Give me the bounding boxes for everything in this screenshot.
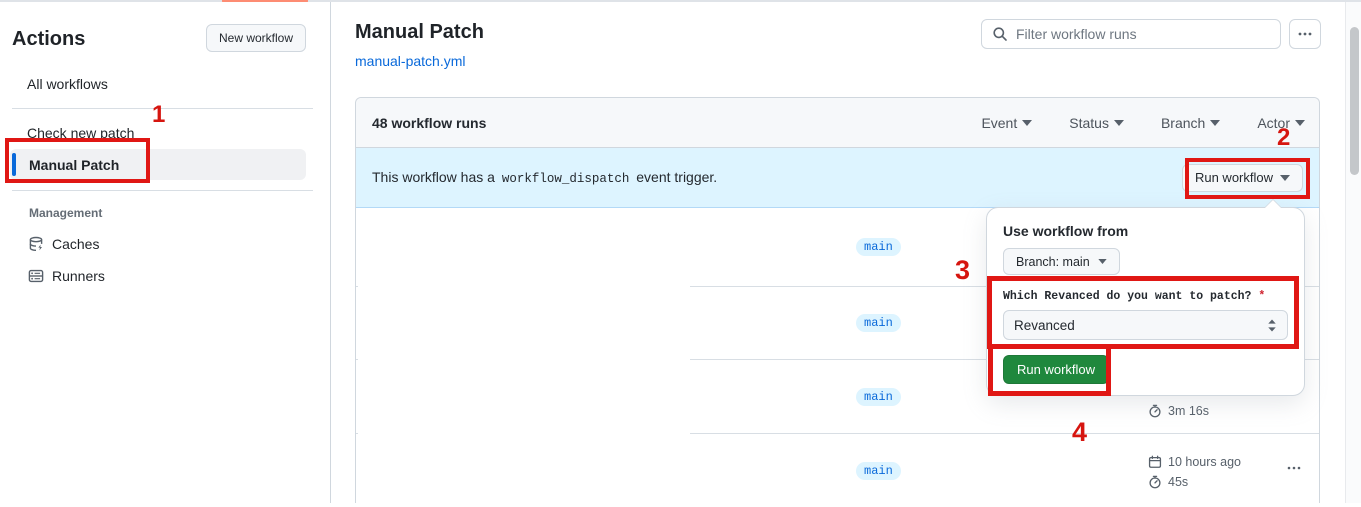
run-duration: 3m 16s xyxy=(1168,404,1209,418)
vertical-scrollbar[interactable] xyxy=(1345,2,1361,503)
kebab-horizontal-icon xyxy=(1298,32,1312,36)
sidebar-item-check-new-patch[interactable]: Check new patch xyxy=(27,125,135,141)
new-workflow-button[interactable]: New workflow xyxy=(206,24,307,52)
revanced-select[interactable]: Revanced xyxy=(1003,310,1288,340)
chevron-up-down-icon xyxy=(1268,318,1276,332)
sidebar-title: Actions xyxy=(12,28,86,50)
banner-text: This workflow has a workflow_dispatch ev… xyxy=(372,169,717,186)
branch-badge[interactable]: main xyxy=(856,461,901,480)
caret-down-icon xyxy=(1113,119,1124,126)
redacted-run-names-area xyxy=(358,209,690,501)
branch-select-label: Branch: main xyxy=(1016,254,1090,269)
run-options-button[interactable] xyxy=(1280,458,1308,478)
filter-branch-dropdown[interactable]: Branch xyxy=(1160,114,1221,131)
run-filters: Event Status Branch Actor xyxy=(981,115,1305,131)
branch-badge[interactable]: main xyxy=(856,238,901,256)
run-workflow-panel: Use workflow from Branch: main Which Rev… xyxy=(986,199,1305,396)
workflow-dispatch-banner: This workflow has a workflow_dispatch ev… xyxy=(356,148,1319,208)
sidebar-item-label: Runners xyxy=(52,268,105,284)
run-workflow-label: Run workflow xyxy=(1194,170,1273,185)
calendar-icon xyxy=(1148,455,1162,468)
caret-down-icon xyxy=(1022,119,1033,126)
search-input[interactable] xyxy=(1016,26,1270,42)
input-label-text: Which Revanced do you want to patch? xyxy=(1003,290,1252,303)
run-workflow-submit-button[interactable]: Run workflow xyxy=(1003,355,1110,384)
filter-label: Status xyxy=(1069,114,1109,131)
runners-server-icon xyxy=(28,269,44,283)
filter-status-dropdown[interactable]: Status xyxy=(1069,115,1124,131)
selected-indicator-bar xyxy=(12,153,16,176)
management-heading: Management xyxy=(29,206,103,220)
sidebar-item-runners[interactable]: Runners xyxy=(28,268,105,284)
filter-label: Actor xyxy=(1257,114,1290,131)
filter-label: Branch xyxy=(1160,114,1206,131)
sidebar-item-all-workflows[interactable]: All workflows xyxy=(27,76,108,92)
page-title: Manual Patch xyxy=(355,21,484,43)
revanced-select-value: Revanced xyxy=(1014,317,1075,333)
required-asterisk: * xyxy=(1258,290,1266,303)
search-icon xyxy=(993,27,1007,41)
filter-workflow-runs-searchbox[interactable] xyxy=(981,19,1281,49)
run-workflow-dropdown-button[interactable]: Run workflow xyxy=(1181,163,1303,192)
run-meta: 10 hours ago 45s xyxy=(1148,454,1241,494)
workflow-file-link[interactable]: manual-patch.yml xyxy=(355,53,466,69)
stopwatch-icon xyxy=(1149,475,1161,489)
sidebar-item-manual-patch[interactable]: Manual Patch xyxy=(10,149,306,180)
kebab-horizontal-icon xyxy=(1287,466,1301,470)
run-date: 10 hours ago xyxy=(1168,455,1241,469)
run-meta: 3m 16s xyxy=(1148,403,1209,423)
branch-select-button[interactable]: Branch: main xyxy=(1003,248,1120,275)
sidebar-divider xyxy=(12,190,313,191)
runs-table-header: 48 workflow runs Event Status Branch Act… xyxy=(356,98,1319,148)
sidebar-item-caches[interactable]: Caches xyxy=(28,236,99,252)
branch-badge[interactable]: main xyxy=(856,387,901,406)
branch-badge[interactable]: main xyxy=(856,314,901,332)
banner-text-after: event trigger. xyxy=(636,169,718,185)
nav-bottom-border xyxy=(0,0,1361,2)
caret-down-icon xyxy=(1280,174,1290,181)
sidebar-divider xyxy=(12,108,313,109)
cache-database-icon xyxy=(29,236,43,251)
scrollbar-thumb[interactable] xyxy=(1350,27,1359,175)
actions-tab-underline xyxy=(222,0,308,3)
more-options-button[interactable] xyxy=(1289,19,1321,49)
use-workflow-from-heading: Use workflow from xyxy=(1003,223,1129,239)
caret-down-icon xyxy=(1210,119,1221,126)
workflow-input-label: Which Revanced do you want to patch? * xyxy=(1003,290,1288,303)
filter-actor-dropdown[interactable]: Actor xyxy=(1257,115,1305,131)
stopwatch-icon xyxy=(1149,404,1161,418)
runs-count: 48 workflow runs xyxy=(372,114,487,131)
run-duration: 45s xyxy=(1168,475,1189,489)
filter-event-dropdown[interactable]: Event xyxy=(981,114,1033,131)
sidebar-item-label: Caches xyxy=(52,236,100,252)
actions-sidebar: Actions New workflow All workflows Check… xyxy=(0,2,331,503)
banner-code: workflow_dispatch xyxy=(501,172,630,186)
sidebar-item-label: Manual Patch xyxy=(29,157,120,173)
banner-text-before: This workflow has a xyxy=(372,169,495,185)
caret-down-icon xyxy=(1097,259,1107,264)
caret-down-icon xyxy=(1295,119,1305,126)
filter-label: Event xyxy=(981,114,1018,131)
